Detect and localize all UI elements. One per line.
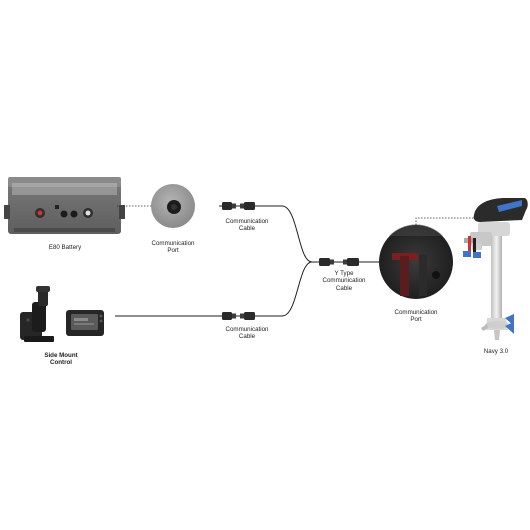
side-mount-label: Side Mount Control	[29, 352, 93, 367]
connector-icon	[222, 312, 232, 320]
label-line: Side Mount	[44, 352, 78, 359]
label-line: Y Type	[334, 270, 354, 277]
throttle-control-icon	[20, 286, 54, 342]
connector-icon	[244, 202, 255, 210]
label-line: Communication	[322, 277, 366, 285]
y-cable-connector	[312, 258, 385, 266]
battery-label: E80 Battery	[48, 244, 82, 251]
connector-icon	[319, 258, 330, 266]
connector-icon	[222, 202, 232, 210]
label-line: Port	[410, 316, 422, 324]
top-cable	[219, 202, 313, 263]
bottom-cable	[115, 261, 313, 320]
connector-icon	[244, 312, 255, 320]
port-icon	[151, 184, 195, 228]
display-icon	[66, 310, 104, 336]
motor-label: Navy 3.0	[483, 348, 509, 355]
y-cable-label: Y Type Communication Cable	[311, 270, 377, 292]
label-line: Communication	[151, 240, 195, 247]
label-line: Communication	[394, 309, 438, 316]
motor-port-link	[415, 217, 488, 225]
battery-icon	[4, 177, 125, 234]
label-line: Communication	[225, 326, 269, 333]
label-line: Cable	[238, 333, 256, 341]
label-line: Port	[167, 247, 179, 255]
cable-top-label: Communication Cable	[214, 218, 280, 233]
label-line: Cable	[335, 284, 353, 292]
comm-port-left-label: Communication Port	[140, 240, 206, 255]
cable-bottom-label: Communication Cable	[214, 326, 280, 341]
comm-port-right-label: Communication Port	[383, 309, 449, 324]
label-line: Control	[50, 359, 72, 367]
label-line: Cable	[238, 225, 256, 233]
port-icon	[379, 224, 453, 299]
outboard-motor-icon	[463, 198, 528, 340]
label-line: Communication	[225, 218, 269, 225]
connector-icon	[347, 258, 359, 266]
